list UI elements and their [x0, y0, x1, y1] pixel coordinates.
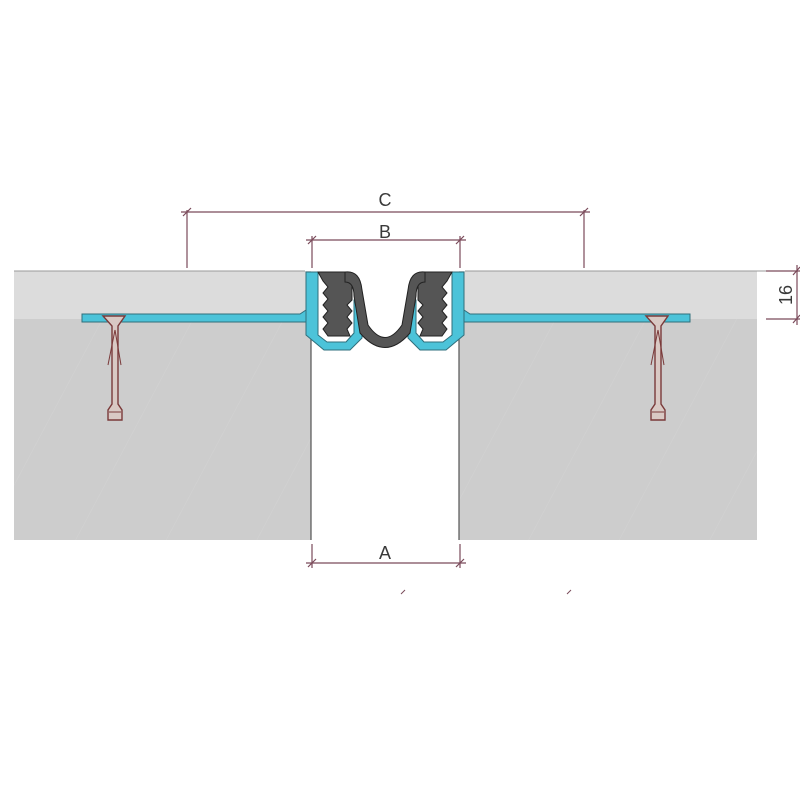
right-screed-layer	[459, 271, 757, 319]
left-structure	[14, 270, 312, 540]
dimension-height-label: 16	[776, 285, 796, 305]
dimension-a-label: A	[379, 543, 391, 563]
expansion-anchor-icon	[101, 315, 127, 421]
dimension-c-label: C	[379, 190, 392, 210]
left-profile-flange	[81, 271, 363, 351]
right-structure	[458, 270, 800, 540]
dimension-b	[306, 235, 466, 268]
dimension-height	[766, 265, 800, 325]
right-profile-flange	[407, 271, 691, 351]
dimension-a	[306, 544, 466, 568]
left-screed-layer	[14, 271, 311, 319]
rubber-insert	[317, 271, 453, 348]
dimension-c	[181, 207, 590, 268]
expansion-anchor-icon	[644, 315, 670, 421]
dimension-b-label: B	[379, 222, 391, 242]
